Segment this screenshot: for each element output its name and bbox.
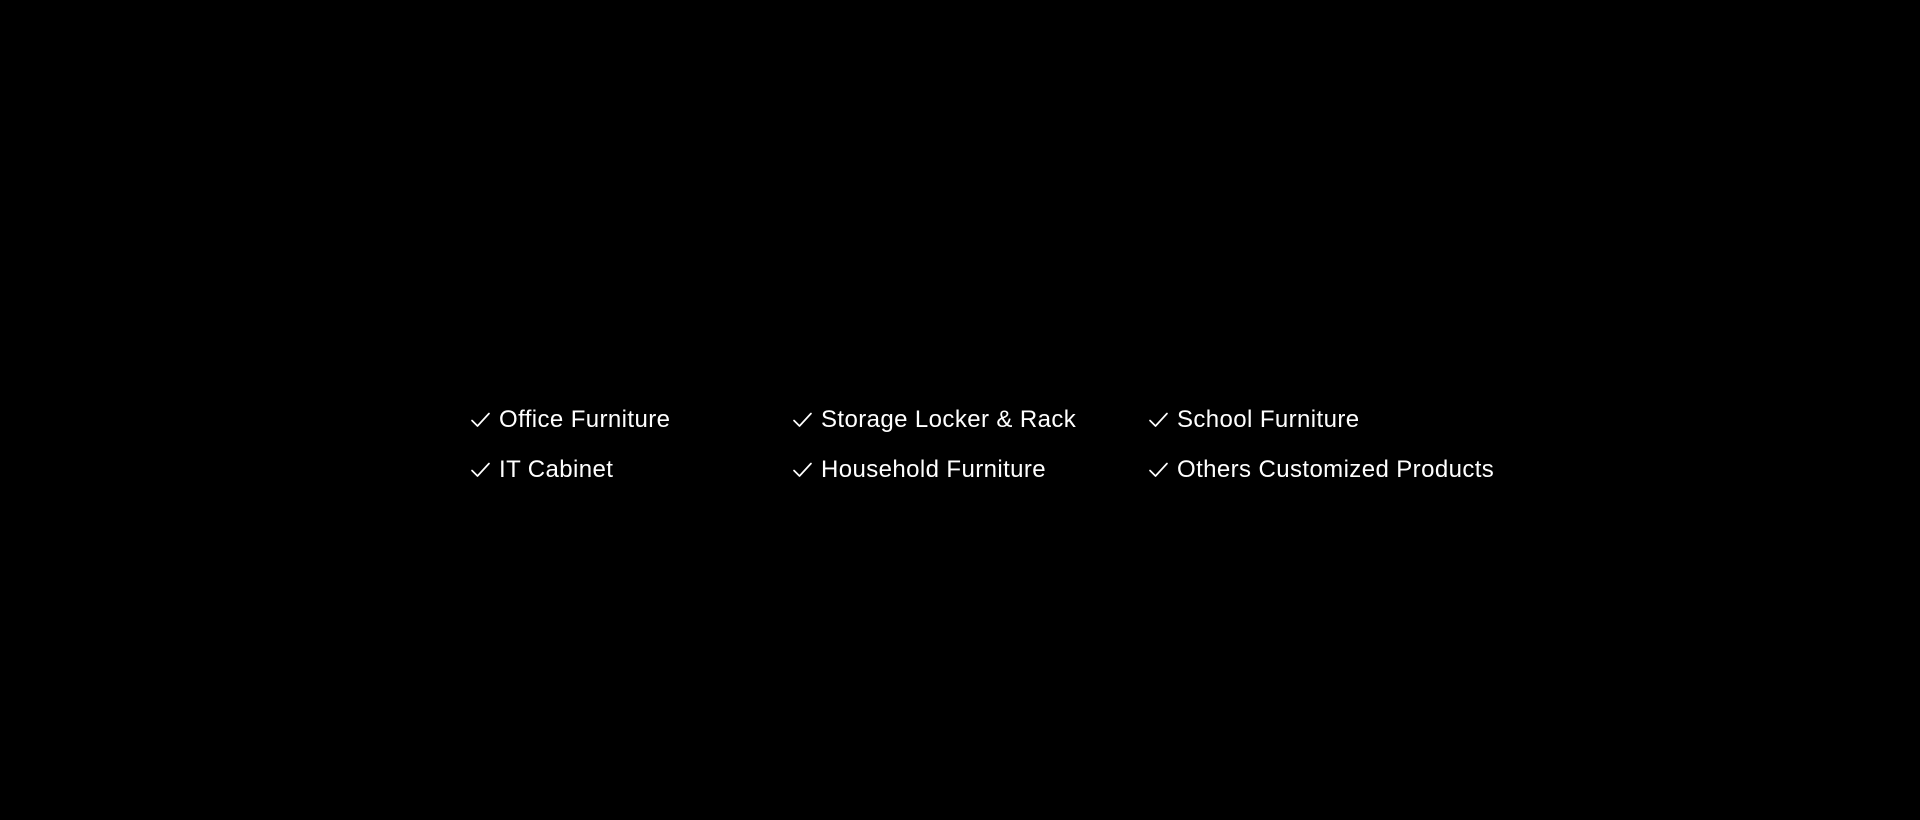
checkmark-icon	[1148, 461, 1169, 479]
category-label: School Furniture	[1177, 406, 1360, 433]
list-item: School Furniture	[1148, 403, 1494, 437]
checkmark-icon	[470, 461, 491, 479]
list-item: Household Furniture	[792, 453, 1148, 487]
category-column-1: Office Furniture IT Cabinet	[470, 403, 792, 487]
list-item: Storage Locker & Rack	[792, 403, 1148, 437]
checkmark-icon	[470, 411, 491, 429]
category-label: Others Customized Products	[1177, 456, 1495, 483]
list-item: Others Customized Products	[1148, 453, 1494, 487]
product-categories-list: Office Furniture IT Cabinet Storage Lock…	[470, 403, 1494, 487]
checkmark-icon	[792, 411, 813, 429]
category-label: Office Furniture	[499, 406, 671, 433]
category-column-2: Storage Locker & Rack Household Furnitur…	[792, 403, 1148, 487]
category-label: IT Cabinet	[499, 456, 614, 483]
list-item: IT Cabinet	[470, 453, 792, 487]
category-label: Household Furniture	[821, 456, 1047, 483]
category-label: Storage Locker & Rack	[821, 406, 1077, 433]
checkmark-icon	[792, 461, 813, 479]
list-item: Office Furniture	[470, 403, 792, 437]
category-column-3: School Furniture Others Customized Produ…	[1148, 403, 1494, 487]
checkmark-icon	[1148, 411, 1169, 429]
